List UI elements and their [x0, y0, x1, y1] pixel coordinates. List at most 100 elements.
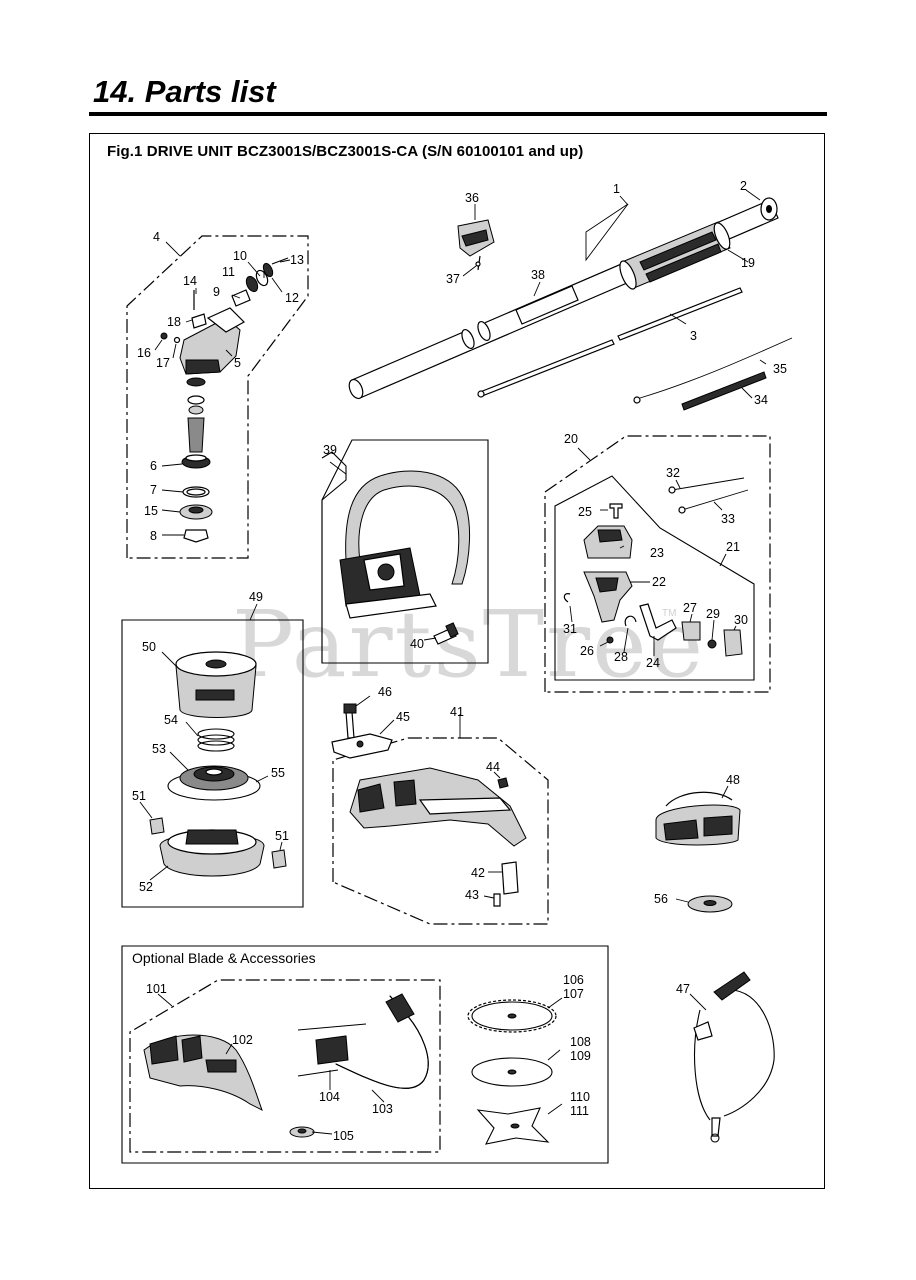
- page-title: 14. Parts list: [93, 74, 276, 109]
- guard-group: [331, 695, 549, 925]
- label-104: 104: [319, 1090, 340, 1104]
- label-30: 30: [734, 613, 748, 627]
- eyelet-51b: [271, 849, 287, 869]
- gear-case-group: [126, 235, 309, 559]
- label-44: 44: [486, 760, 500, 774]
- label-32: 32: [666, 466, 680, 480]
- label-111: 111: [570, 1104, 589, 1118]
- label-2: 2: [740, 179, 747, 193]
- harness-group: [689, 971, 775, 1143]
- label-31: 31: [563, 622, 577, 636]
- clamp-104: [315, 1035, 349, 1065]
- label-50: 50: [142, 640, 156, 654]
- blade-110: [476, 1107, 550, 1145]
- goggles-group: [655, 785, 741, 913]
- label-18: 18: [167, 315, 181, 329]
- watermark-tm: TM: [662, 608, 676, 619]
- lock-button-30: [723, 629, 743, 657]
- harness-47: [693, 1009, 711, 1121]
- label-39: 39: [323, 443, 337, 457]
- spring-54: [197, 728, 235, 752]
- label-13: 13: [290, 253, 304, 267]
- throttle-group: [544, 435, 771, 693]
- label-24: 24: [646, 656, 660, 670]
- label-5: 5: [234, 356, 241, 370]
- label-3: 3: [690, 329, 697, 343]
- label-10: 10: [233, 249, 247, 263]
- label-8: 8: [150, 529, 157, 543]
- label-35: 35: [773, 362, 787, 376]
- label-6: 6: [150, 459, 157, 473]
- label-17: 17: [156, 356, 170, 370]
- title-rule: [89, 112, 827, 116]
- shaft-group: [348, 189, 793, 411]
- label-1: 1: [613, 182, 620, 196]
- gear-shaft: [187, 417, 205, 453]
- blade-108: [471, 1057, 553, 1087]
- tube-34: [681, 371, 767, 411]
- label-43: 43: [465, 888, 479, 902]
- label-42: 42: [471, 866, 485, 880]
- bolt-46: [345, 711, 355, 739]
- handle-103: [335, 995, 429, 1089]
- label-28: 28: [614, 650, 628, 664]
- label-25: 25: [578, 505, 592, 519]
- label-105: 105: [333, 1129, 354, 1143]
- label-20: 20: [564, 432, 578, 446]
- loop-handle-39: [345, 470, 470, 585]
- label-21: 21: [726, 540, 740, 554]
- drive-shaft-3: [479, 339, 615, 397]
- label-16: 16: [137, 346, 151, 360]
- label-41: 41: [450, 705, 464, 719]
- label-33: 33: [721, 512, 735, 526]
- label-12: 12: [285, 291, 299, 305]
- label-47: 47: [676, 982, 690, 996]
- label-15: 15: [144, 504, 158, 518]
- label-53: 53: [152, 742, 166, 756]
- wire-32: [671, 477, 745, 491]
- screw-43: [493, 893, 501, 907]
- label-22: 22: [652, 575, 666, 589]
- label-102: 102: [232, 1033, 253, 1047]
- label-49: 49: [249, 590, 263, 604]
- label-107: 107: [563, 987, 584, 1001]
- nut-44: [497, 777, 509, 789]
- throttle-cable-35: [639, 337, 793, 399]
- optional-blades-box: Optional Blade & Accessories: [121, 945, 609, 1164]
- label-9: 9: [213, 285, 220, 299]
- throttle-lever-24: [639, 603, 677, 641]
- label-48: 48: [726, 773, 740, 787]
- optional-box-title: Optional Blade & Accessories: [132, 950, 316, 966]
- switch-27: [681, 621, 701, 641]
- label-109: 109: [570, 1049, 591, 1063]
- label-54: 54: [164, 713, 178, 727]
- label-56: 56: [654, 892, 668, 906]
- label-34: 34: [754, 393, 768, 407]
- label-19: 19: [741, 256, 755, 270]
- label-38: 38: [531, 268, 545, 282]
- label-11: 11: [222, 265, 235, 279]
- label-40: 40: [410, 637, 424, 651]
- label-52: 52: [139, 880, 153, 894]
- trimmer-head-group: [121, 603, 304, 908]
- label-103: 103: [372, 1102, 393, 1116]
- label-7: 7: [150, 483, 157, 497]
- spring-31: [563, 593, 571, 603]
- label-27: 27: [683, 601, 697, 615]
- label-45: 45: [396, 710, 410, 724]
- label-29: 29: [706, 607, 720, 621]
- label-106: 106: [563, 973, 584, 987]
- label-23: 23: [650, 546, 664, 560]
- label-51b: 51: [275, 829, 289, 843]
- label-110: 110: [570, 1090, 590, 1104]
- screw-25: [609, 503, 623, 519]
- label-46: 46: [378, 685, 392, 699]
- label-108: 108: [570, 1035, 591, 1049]
- label-37: 37: [446, 272, 460, 286]
- eyelet-51a: [149, 817, 165, 835]
- wire-33: [681, 489, 749, 511]
- label-55: 55: [271, 766, 285, 780]
- label-51a: 51: [132, 789, 146, 803]
- cutter-42: [501, 861, 519, 895]
